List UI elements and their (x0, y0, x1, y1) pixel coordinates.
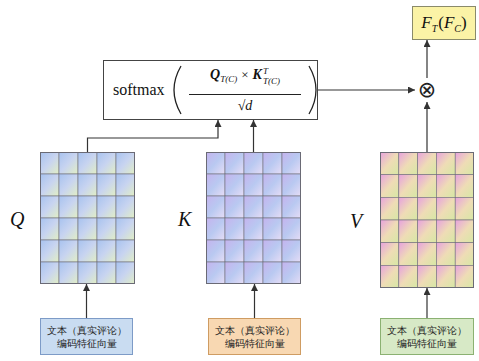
matrix-label: Q (10, 208, 24, 231)
matrix-label: V (350, 210, 362, 233)
subscript: C (454, 23, 461, 34)
input-box: 文本（真实评论） 编码特征向量 (208, 318, 301, 355)
arrow-connector (426, 288, 427, 318)
arrow-connector (253, 120, 254, 152)
matrix-grid: Q (40, 152, 135, 284)
arrow-connector (86, 284, 87, 318)
matrix-cells (380, 152, 474, 288)
softmax-box: TT(C)QT(C)×K√dsoftmax (103, 60, 318, 120)
numerator: TT(C)QT(C)×K (210, 66, 280, 91)
matrix-cells (206, 152, 301, 284)
subscript: T(C) (263, 77, 280, 86)
symbol: F (444, 13, 454, 33)
formula-row: FT(FC) (413, 13, 475, 33)
matrix-symbol: Q (210, 66, 220, 84)
function-name: softmax (113, 80, 165, 100)
matrix-label: K (178, 208, 191, 231)
matrix-grid: V (380, 152, 474, 288)
matrix-cells (40, 152, 135, 284)
operator: × (241, 66, 248, 84)
input-text: 文本（真实评论） 编码特征向量 (44, 324, 129, 350)
input-text: 文本（真实评论） 编码特征向量 (384, 324, 470, 350)
arrow-connector (88, 120, 219, 152)
bracket: ( (438, 13, 444, 33)
operator-symbol: ⊗ (418, 77, 436, 102)
subscript: T(C) (220, 70, 237, 88)
arrow-connector (318, 89, 415, 90)
multiply-node: ⊗ (415, 78, 439, 102)
subscript: T (432, 23, 438, 34)
input-box: 文本（真实评论） 编码特征向量 (40, 318, 133, 355)
arrow-connector (426, 102, 427, 152)
script-stack: TT(C) (263, 67, 280, 86)
fraction: TT(C)QT(C)×K√d (184, 66, 306, 115)
fraction-bar (189, 94, 301, 95)
bracket: ) (461, 13, 467, 33)
denominator: √d (238, 97, 253, 115)
output-box: FT(FC) (412, 6, 476, 40)
symbol: F (421, 13, 431, 33)
input-text: 文本（真实评论） 编码特征向量 (212, 324, 297, 350)
superscript: T (263, 67, 280, 76)
matrix-grid: K (206, 152, 301, 284)
denominator-text: √d (238, 98, 253, 113)
arrow-connector (254, 284, 255, 318)
arrow-connector (426, 40, 427, 78)
matrix-symbol: K (253, 66, 262, 84)
input-box: 文本（真实评论） 编码特征向量 (380, 318, 474, 355)
